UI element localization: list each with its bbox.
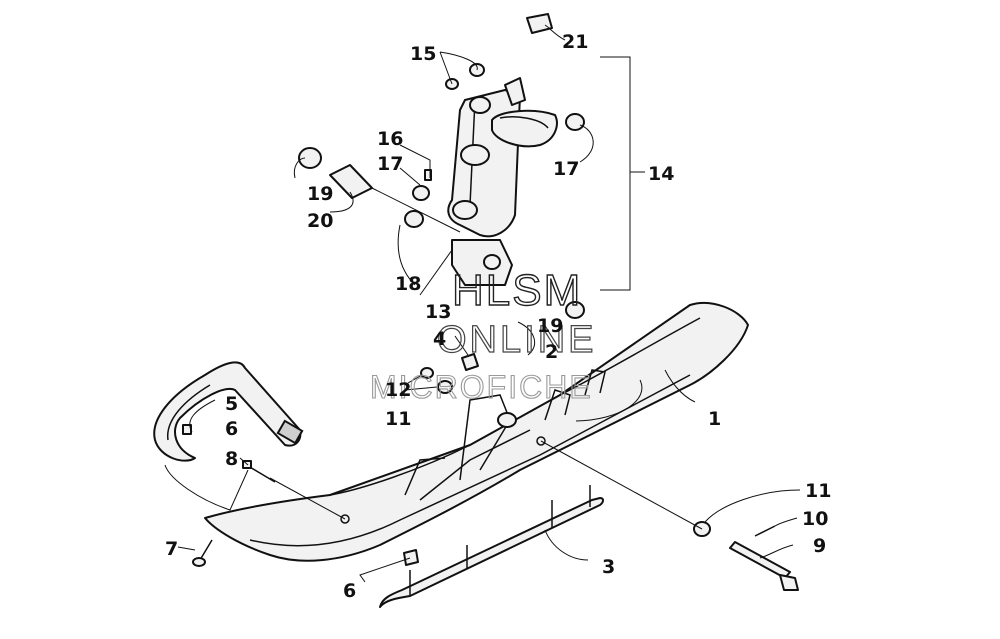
callout-20: 20 [307,210,333,232]
callout-9: 9 [813,535,826,557]
bushing-17-right [565,113,585,131]
callout-6-upper: 6 [225,418,238,440]
callout-11-right: 11 [805,480,831,502]
ski-loop-handle [153,361,304,462]
callout-2: 2 [545,341,558,363]
bushing-19-left [298,147,322,169]
callout-17-left: 17 [377,153,403,175]
washer-11-left [437,380,453,394]
watermark-line-3: MICROFICHE [370,369,593,405]
callout-7: 7 [165,538,178,560]
callout-4: 4 [433,328,446,350]
nut-4 [461,353,479,371]
bushing-18 [404,210,424,228]
callout-18: 18 [395,273,421,295]
ski-body [204,301,749,562]
callout-11-left: 11 [385,408,411,430]
callout-8: 8 [225,448,238,470]
callout-1: 1 [708,408,721,430]
cotter-pin-10 [754,525,776,537]
bushing-17-left [412,169,432,201]
bushing-19-right [565,301,585,319]
cap-plug-21 [526,13,553,34]
callout-17-right: 17 [553,158,579,180]
callout-3: 3 [602,556,615,578]
bolt-9 [729,541,799,591]
callout-14: 14 [648,163,674,185]
callout-5: 5 [225,393,238,415]
watermark: HLSM ONLINE MICROFICHE [369,265,596,405]
nut-6-lower [403,549,419,566]
nut-15 [445,63,485,90]
callout-19-right: 19 [537,315,563,337]
callout-21: 21 [562,31,588,53]
wear-bar [379,485,604,608]
leader-lines [164,24,801,583]
callout-16: 16 [377,128,403,150]
screw-7 [192,539,213,567]
callout-15: 15 [410,43,436,65]
nut-12 [420,367,434,379]
callout-labels: 1 2 3 4 5 6 6 7 8 9 10 11 11 12 13 14 15… [165,31,831,602]
callout-19-left: 19 [307,183,333,205]
callout-12: 12 [385,379,411,401]
callout-10: 10 [802,508,828,530]
watermark-line-1: HLSM [452,266,582,315]
callout-13: 13 [425,301,451,323]
callout-6-lower: 6 [343,580,356,602]
spindle-assembly [447,77,558,286]
watermark-line-2: ONLINE [437,319,596,361]
